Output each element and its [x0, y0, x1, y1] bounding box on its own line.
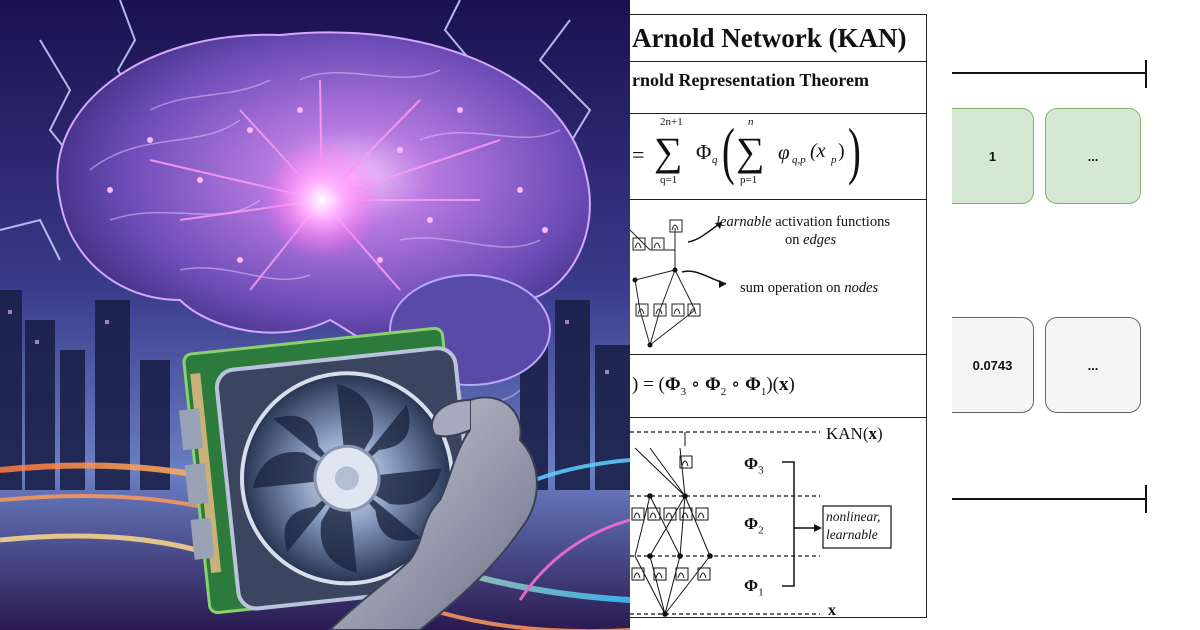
top-rule-end-tick: [1145, 60, 1147, 88]
kan-paper-figure: Arnold Network (KAN) rnold Representatio…: [630, 14, 927, 618]
composition-x: x: [778, 374, 789, 395]
composition-op2: ∘: [726, 374, 746, 395]
outer-sum-lower: q=1: [660, 174, 678, 186]
composition-paren: )(: [766, 374, 779, 395]
phi3-sub: 3: [758, 464, 764, 477]
phi1-label: Φ1: [744, 576, 764, 598]
inner-arg-sub: p: [831, 154, 837, 166]
outer-sum-upper: 2n+1: [660, 116, 683, 128]
input-x-label: x: [828, 602, 836, 617]
inner-sum-symbol: ∑: [736, 129, 765, 174]
outer-sum-symbol: ∑: [654, 129, 683, 174]
composition-prefix: ) = (: [632, 374, 665, 395]
phi3-symbol: Φ: [744, 454, 759, 473]
bottom-rule-end-tick: [1145, 485, 1147, 513]
edges-label-line1: learnable activation functions: [716, 214, 890, 231]
nodes-label-italic: nodes: [844, 280, 879, 296]
kan-suffix: ): [877, 424, 883, 443]
nodes-label: sum operation on nodes: [740, 280, 878, 297]
composition-sub1: 1: [760, 385, 767, 398]
brain-gpu-illustration: [0, 0, 630, 630]
composition-phi1: Φ: [745, 374, 761, 395]
nonlinear-box: nonlinear, learnable: [826, 508, 880, 544]
green-card-value: 1: [952, 108, 1034, 204]
phi2-symbol: Φ: [744, 514, 759, 533]
edges-label-edges: edges: [803, 232, 837, 248]
formula-section: = 2n+1 ∑ q=1 Φ q ( n ∑ p=1 φ q,p (x p ) …: [630, 114, 926, 200]
subtitle-section: rnold Representation Theorem: [630, 62, 926, 114]
inner-arg-close: ): [838, 140, 845, 162]
composition-phi2: Φ: [704, 374, 721, 395]
edges-label-italic: learnable: [716, 214, 772, 230]
figure-subtitle: rnold Representation Theorem: [632, 70, 869, 90]
left-paren: (: [722, 115, 735, 186]
phi3-label: Φ3: [744, 454, 764, 476]
layers-section: KAN(x) Φ3 Φ2 Φ1 nonlinear, learnable x: [630, 418, 926, 617]
green-card-ellipsis: ...: [1045, 108, 1141, 204]
composition-phi3: Φ: [664, 374, 681, 395]
figure-title: Arnold Network (KAN): [632, 23, 907, 53]
nodes-label-prefix: sum operation on: [740, 280, 845, 296]
formula-equals: =: [632, 142, 645, 167]
composition-sub3: 3: [680, 385, 687, 398]
outer-fn-sub: q: [712, 154, 718, 166]
composition-section: ) = (Φ3 ∘ Φ2 ∘ Φ1)(x): [630, 355, 926, 418]
nonlinear-box-line2: learnable: [826, 527, 878, 542]
top-rule: [952, 72, 1147, 74]
illustration-svg: [0, 0, 630, 630]
inner-arg: (x: [810, 140, 826, 162]
bottom-rule: [952, 498, 1147, 500]
edges-label-rest: activation functions: [771, 214, 890, 230]
phi1-sub: 1: [758, 586, 764, 599]
edges-label-prefix: on: [785, 232, 804, 248]
gray-card-ellipsis: ...: [1045, 317, 1141, 413]
composition-op1: ∘: [686, 374, 705, 395]
inner-sum-lower: p=1: [740, 174, 758, 186]
network-diagram-section: learnable activation functions on edges …: [630, 200, 926, 355]
composition-formula: ) = (Φ3 ∘ Φ2 ∘ Φ1)(x): [632, 373, 795, 398]
phi2-label: Φ2: [744, 514, 764, 536]
phi2-sub: 2: [758, 524, 764, 537]
inner-fn-sub: q,p: [792, 154, 806, 166]
mini-network-diagram: [630, 219, 727, 348]
gpu-card: [178, 326, 480, 615]
outer-fn: Φ: [696, 140, 712, 164]
kan-layers-diagram: [630, 431, 892, 617]
right-paren: ): [848, 115, 861, 186]
inner-fn: φ: [778, 140, 790, 164]
kan-x: x: [868, 424, 878, 443]
title-section: Arnold Network (KAN): [630, 15, 926, 62]
phi1-symbol: Φ: [744, 576, 759, 595]
composition-sub2: 2: [720, 385, 727, 398]
kan-x-label: KAN(x): [826, 424, 883, 444]
kan-prefix: KAN(: [826, 424, 869, 443]
nonlinear-box-line1: nonlinear,: [826, 509, 881, 524]
composition-close: ): [788, 374, 795, 395]
gray-card-value: 0.0743: [952, 317, 1034, 413]
edges-label-line2: on edges: [785, 232, 836, 249]
inner-sum-upper: n: [748, 116, 754, 128]
